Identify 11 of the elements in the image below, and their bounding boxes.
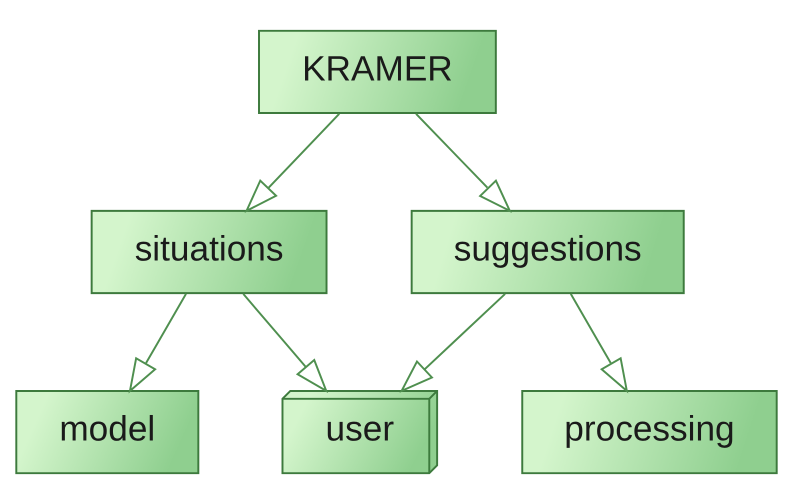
node-box: situations: [90, 209, 328, 294]
arrow: [242, 292, 328, 393]
arrow: [128, 292, 187, 393]
node-box: suggestions: [410, 209, 685, 294]
node-box: processing: [521, 389, 778, 474]
arrow: [570, 292, 628, 393]
arrow: [244, 112, 340, 212]
node-box: model: [15, 389, 200, 474]
arrow: [415, 112, 512, 212]
arrow: [399, 292, 506, 392]
node-box: KRAMER: [258, 29, 497, 114]
